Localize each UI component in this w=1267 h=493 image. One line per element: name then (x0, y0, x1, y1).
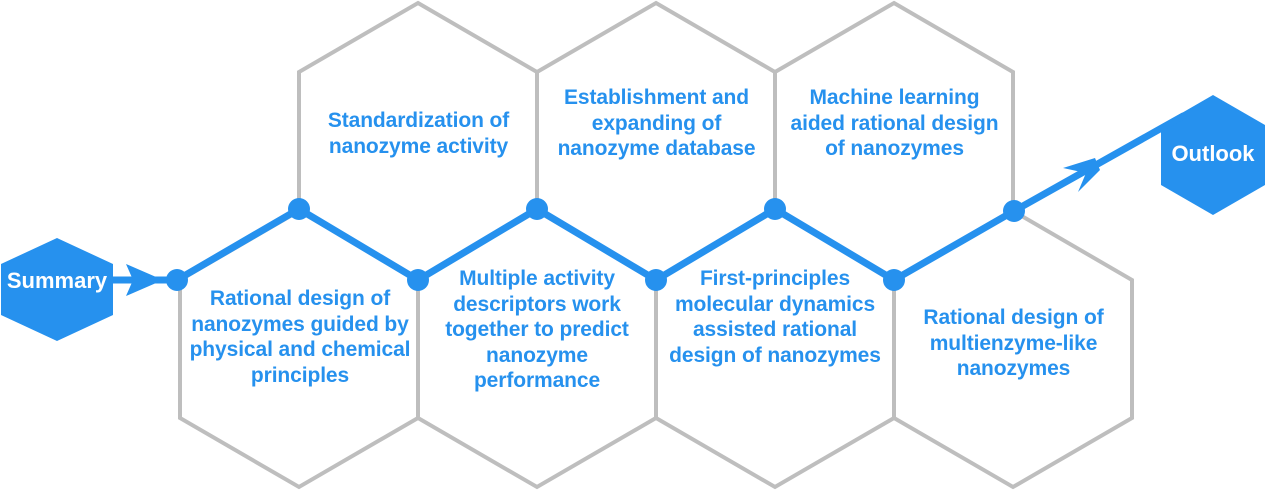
hexagon-label-rational-design-principles: Rational design of nanozymes guided by p… (189, 287, 411, 387)
connector-exit-arrowhead-main (1063, 158, 1100, 192)
connector-node-1[interactable] (166, 269, 188, 291)
hexagon-label-machine-learning: Machine learning aided rational design o… (790, 86, 999, 161)
summary-chip-shape[interactable] (1, 238, 113, 341)
summary-chip-label: Summary (6, 268, 108, 293)
hexagon-label-database: Establishment and expanding of nanozyme … (557, 86, 756, 161)
connector-node-7[interactable] (883, 269, 905, 291)
outlook-chip-label: Outlook (1171, 141, 1255, 166)
connector-node-6[interactable] (764, 198, 786, 220)
connector-node-8[interactable] (1003, 200, 1025, 222)
outlook-chip-shape[interactable] (1161, 95, 1265, 215)
connector-entry-arrowhead (126, 264, 163, 296)
connector-node-4[interactable] (526, 198, 548, 220)
hexagon-label-multienzyme-like: Rational design of multienzyme-like nano… (923, 306, 1104, 381)
connector-node-3[interactable] (407, 269, 429, 291)
hexagon-label-activity-descriptors: Multiple activity descriptors work toget… (445, 267, 629, 393)
connector-node-5[interactable] (645, 269, 667, 291)
hexagon-label-first-principles-md: First-principles molecular dynamics assi… (669, 267, 881, 367)
connector-node-2[interactable] (288, 198, 310, 220)
hexagon-label-standardization: Standardization of nanozyme activity (327, 109, 510, 158)
